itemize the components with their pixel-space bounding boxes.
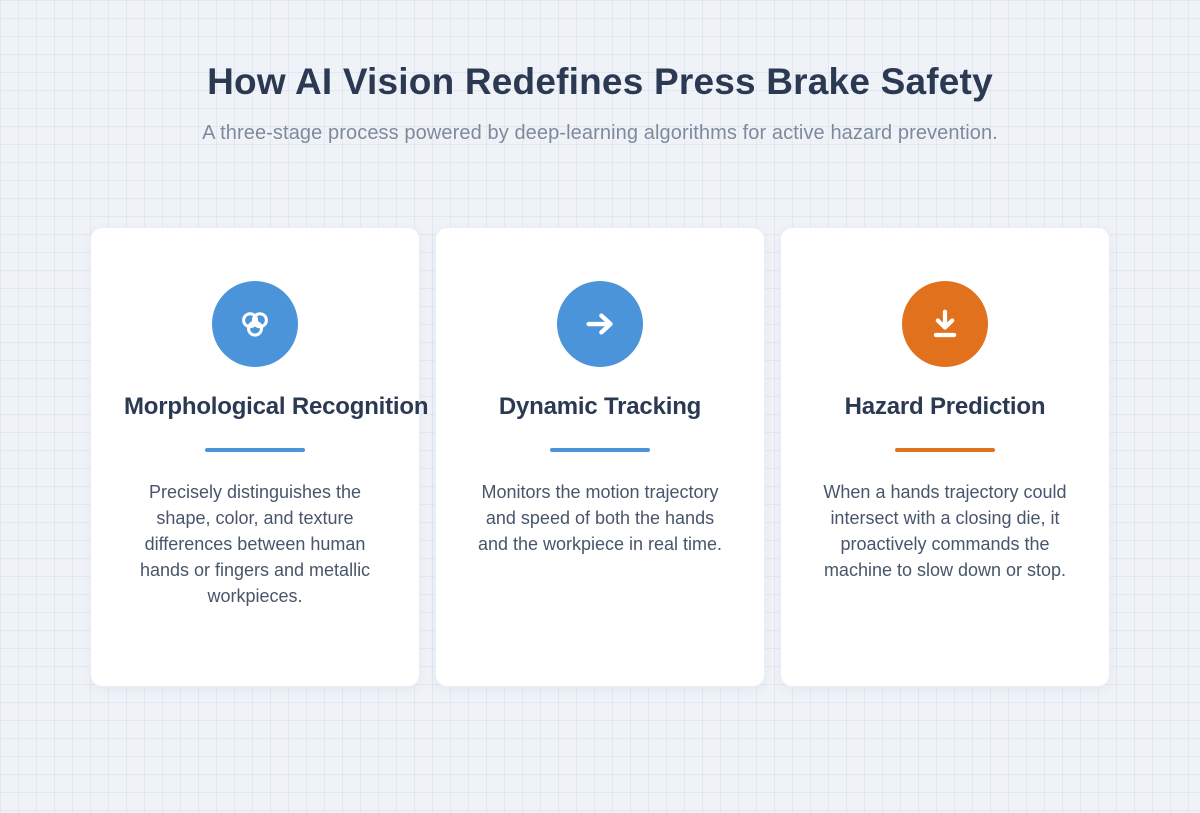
card-title: Morphological Recognition — [124, 393, 429, 420]
card-title: Dynamic Tracking — [498, 393, 702, 420]
card-hazard-prediction: Hazard Prediction When a hands trajector… — [780, 227, 1110, 687]
card-description: Precisely distinguishes the shape, color… — [139, 482, 371, 606]
page-subtitle: A three-stage process powered by deep-le… — [202, 122, 998, 144]
process-cards-row: Morphological Recognition Precisely dist… — [0, 227, 1200, 687]
download-arrow-icon — [924, 303, 966, 345]
morphological-recognition-icon-circle — [212, 281, 298, 367]
dynamic-tracking-icon-circle — [557, 281, 643, 367]
card-morphological-recognition: Morphological Recognition Precisely dist… — [90, 227, 429, 687]
card-dynamic-tracking: Dynamic Tracking Monitors the motion tra… — [435, 227, 765, 687]
arrow-right-icon — [579, 303, 621, 345]
hazard-prediction-icon-circle — [902, 281, 988, 367]
card-title: Hazard Prediction — [844, 393, 1046, 420]
shapes-cluster-icon — [236, 305, 274, 343]
page-title: How AI Vision Redefines Press Brake Safe… — [207, 61, 993, 102]
card-description: When a hands trajectory could intersect … — [823, 482, 1067, 580]
card-description: Monitors the motion trajectory and speed… — [477, 482, 723, 554]
page-header: How AI Vision Redefines Press Brake Safe… — [0, 0, 1200, 145]
accent-divider — [895, 448, 995, 452]
accent-divider — [550, 448, 650, 452]
accent-divider — [205, 448, 305, 452]
